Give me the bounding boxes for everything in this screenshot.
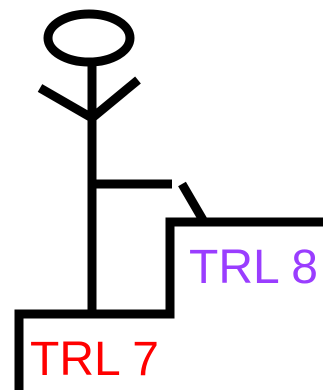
figure-leg-shin (178, 181, 207, 223)
trl-7-label: TRL 7 (30, 333, 159, 386)
staircase-steps (14, 217, 323, 390)
figure-right-arm (89, 76, 141, 122)
trl-8-label: TRL 8 (189, 241, 318, 294)
stick-figure (37, 9, 207, 312)
figure-left-arm (37, 84, 95, 122)
figure-head (43, 9, 135, 67)
